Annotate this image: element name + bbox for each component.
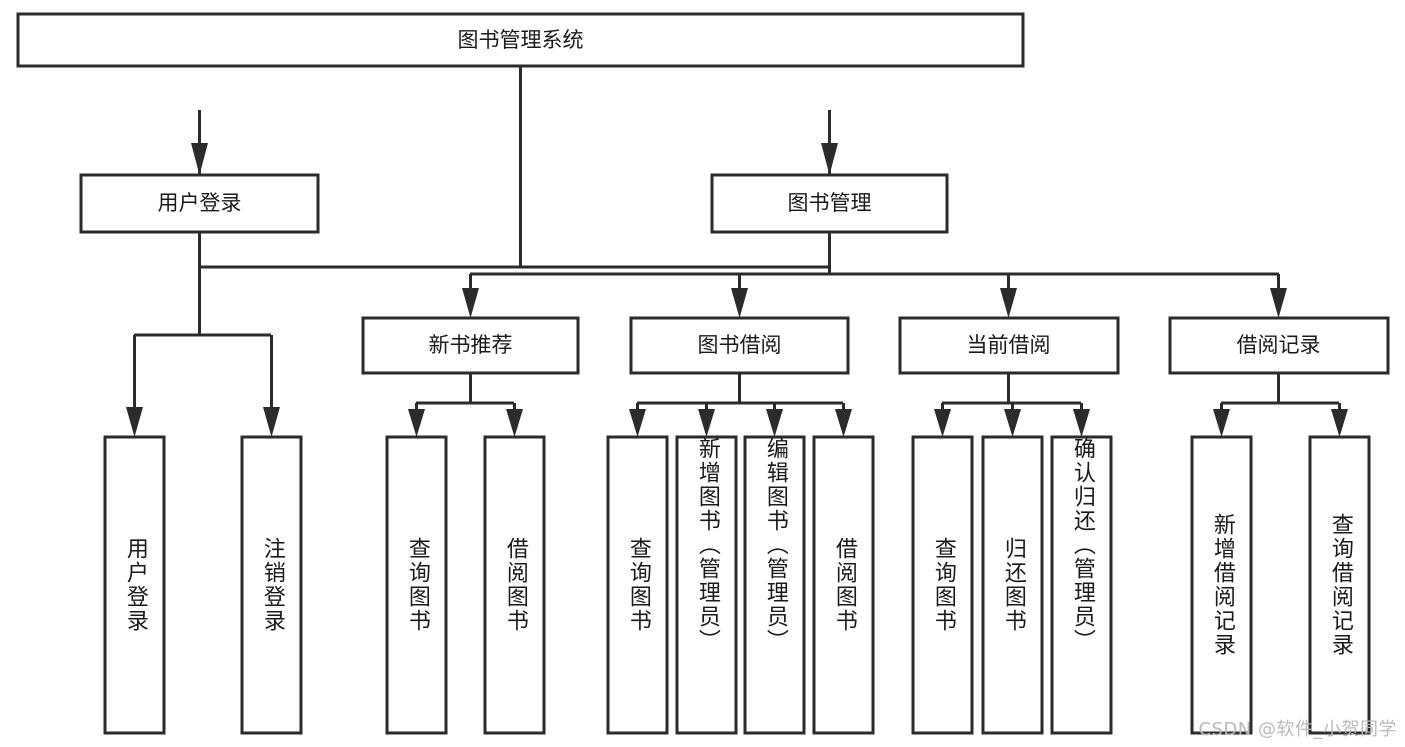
leaf-box-confirm-return[interactable] (1050, 435, 1113, 735)
leaf-box-edit-book[interactable] (743, 435, 806, 735)
arrow-head-leaf-query-book-3 (934, 409, 951, 437)
connector-group-book-borrow-leaves (629, 373, 852, 437)
arrow-head-leaf-return-book (1004, 409, 1021, 437)
node-book-borrow-box[interactable] (629, 316, 850, 375)
leaf-box-user-login[interactable] (103, 435, 166, 735)
arrow-head-leaf-add-book (698, 409, 715, 437)
node-root-box[interactable] (16, 12, 1025, 68)
arrow-head-leaf-query-book-1 (408, 409, 425, 437)
leaf-box-borrow-book-2[interactable] (812, 435, 875, 735)
arrow-head-book-borrow (731, 288, 748, 318)
node-current-borrow[interactable]: 当前借阅 (898, 316, 1120, 375)
leaf-box-logout[interactable] (240, 435, 303, 735)
arrow-head-leaf-borrow-book-1 (506, 409, 523, 437)
node-user-login-label: 用户登录 (158, 191, 242, 215)
leaf-box-query-record[interactable] (1308, 435, 1371, 735)
node-book-borrow[interactable]: 图书借阅 (629, 316, 850, 375)
connector-group-new-book-recommend-leaves (408, 373, 523, 437)
connector-group-user-login-leaves (126, 232, 280, 437)
leaf-box-add-record[interactable] (1190, 435, 1253, 735)
arrow-head-leaf-add-record (1213, 409, 1230, 437)
arrow-head-leaf-query-book-2 (629, 409, 646, 437)
leaf-box-add-book[interactable] (675, 435, 738, 735)
connector-group-current-borrow-leaves (934, 373, 1090, 437)
leaf-box-query-book-3[interactable] (911, 435, 974, 735)
node-borrow-record-label: 借阅记录 (1237, 333, 1321, 357)
node-root[interactable]: 图书管理系统 (16, 12, 1025, 68)
arrow-head-book-manage (821, 143, 838, 175)
node-book-manage-box[interactable] (710, 173, 949, 234)
arrow-head-leaf-query-record (1331, 409, 1348, 437)
node-current-borrow-box[interactable] (898, 316, 1120, 375)
arrow-head-borrow-record (1270, 288, 1287, 318)
arrow-head-leaf-logout (263, 407, 280, 437)
node-current-borrow-label: 当前借阅 (967, 333, 1051, 357)
node-new-book-recommend-label: 新书推荐 (429, 333, 513, 357)
node-root-label: 图书管理系统 (458, 28, 584, 52)
connector-group-root (198, 66, 831, 269)
arrow-head-leaf-confirm-return (1073, 409, 1090, 437)
leaf-box-borrow-book-1[interactable] (483, 435, 546, 735)
node-user-login[interactable]: 用户登录 (79, 173, 320, 234)
arrow-head-leaf-user-login (126, 407, 143, 437)
node-book-manage[interactable]: 图书管理 (710, 173, 949, 234)
leaf-box-return-book[interactable] (981, 435, 1044, 735)
arrow-head-current-borrow (1000, 288, 1017, 318)
node-new-book-recommend-box[interactable] (361, 316, 580, 375)
arrow-head-new-book-recommend (462, 288, 479, 318)
node-borrow-record[interactable]: 借阅记录 (1168, 316, 1390, 375)
node-new-book-recommend[interactable]: 新书推荐 (361, 316, 580, 375)
connector-group-book-manage (462, 232, 1287, 318)
node-book-manage-label: 图书管理 (788, 191, 872, 215)
node-book-borrow-label: 图书借阅 (698, 333, 782, 357)
leaf-box-query-book-2[interactable] (606, 435, 669, 735)
arrow-head-leaf-borrow-book-2 (835, 409, 852, 437)
arrow-head-user-login (191, 143, 208, 175)
connector-group-level2-arrows (191, 110, 838, 175)
leaf-box-query-book-1[interactable] (385, 435, 448, 735)
arrow-head-leaf-edit-book (766, 409, 783, 437)
connector-group-borrow-record-leaves (1213, 373, 1348, 437)
node-borrow-record-box[interactable] (1168, 316, 1390, 375)
node-user-login-box[interactable] (79, 173, 320, 234)
